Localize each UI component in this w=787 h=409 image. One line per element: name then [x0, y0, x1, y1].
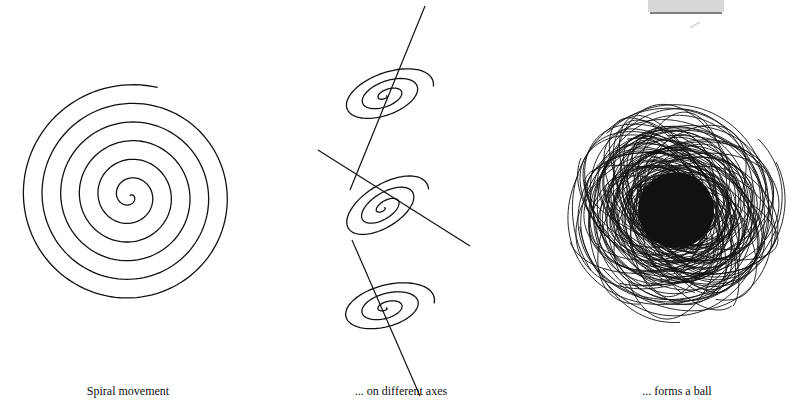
tilted-spiral — [346, 283, 435, 329]
caption: ... on different axes — [355, 384, 447, 398]
ball-spiral — [578, 144, 765, 284]
ball-spiral — [590, 120, 772, 311]
axis-line — [318, 150, 470, 246]
spiral-line — [23, 85, 227, 298]
smudge-mark — [648, 0, 724, 28]
caption: ... forms a ball — [642, 384, 711, 398]
tilted-spiral — [346, 69, 433, 119]
tilted-spiral — [347, 176, 429, 234]
caption-box: ... forms a ball — [567, 381, 787, 399]
smudge-mark — [648, 0, 724, 12]
caption: Spiral movement — [87, 384, 169, 398]
caption-box: Spiral movement — [18, 381, 238, 399]
caption-box: ... on different axes — [291, 381, 511, 399]
ball-spiral — [578, 128, 785, 302]
ball-spiral — [581, 130, 782, 299]
smudge-mark — [690, 22, 700, 28]
ball-core — [638, 172, 714, 248]
smudge-mark — [650, 12, 722, 14]
ball-spiral — [570, 153, 773, 273]
ball-spiral — [593, 105, 768, 305]
